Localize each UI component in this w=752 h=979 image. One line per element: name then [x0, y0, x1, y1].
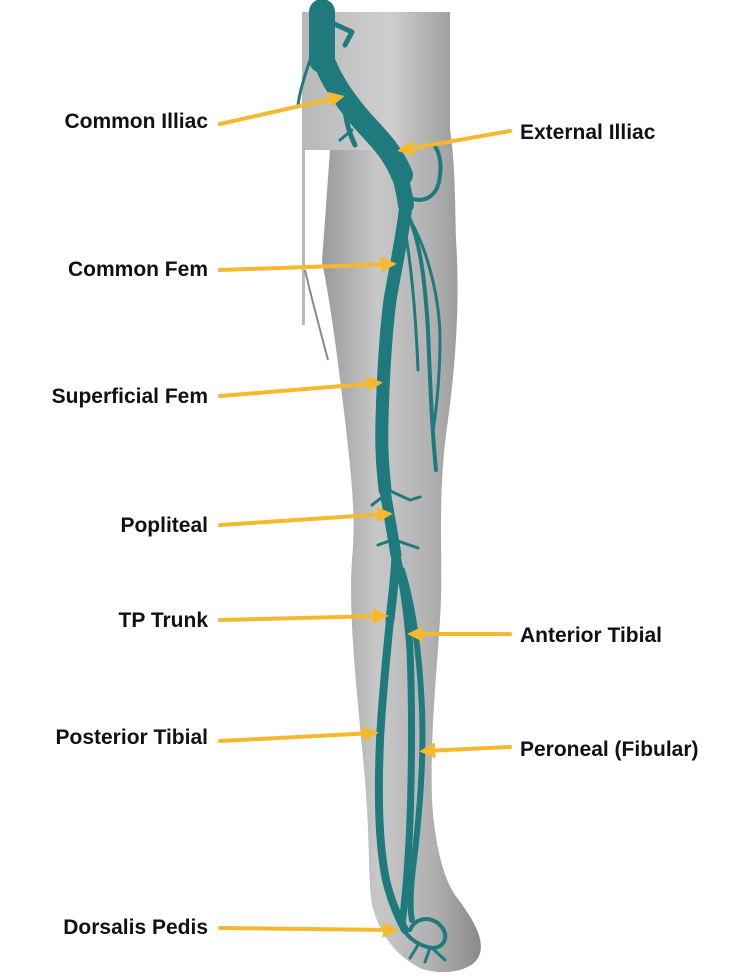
arrow-dorsalis-pedis: [220, 928, 394, 930]
label-superficial-fem: Superficial Fem: [52, 385, 208, 408]
arrow-posterior-tibial: [220, 733, 374, 741]
arrow-peroneal: [424, 747, 510, 751]
label-dorsalis-pedis: Dorsalis Pedis: [63, 916, 208, 939]
label-common-fem: Common Fem: [68, 258, 208, 281]
label-popliteal: Popliteal: [120, 514, 208, 537]
label-external-illiac: External Illiac: [520, 121, 656, 144]
label-peroneal: Peroneal (Fibular): [520, 738, 699, 761]
label-tp-trunk: TP Trunk: [119, 609, 209, 632]
leg-inner-edge: [305, 270, 328, 360]
label-anterior-tibial: Anterior Tibial: [520, 624, 662, 647]
label-common-illiac: Common Illiac: [64, 110, 208, 133]
label-posterior-tibial: Posterior Tibial: [56, 726, 209, 749]
